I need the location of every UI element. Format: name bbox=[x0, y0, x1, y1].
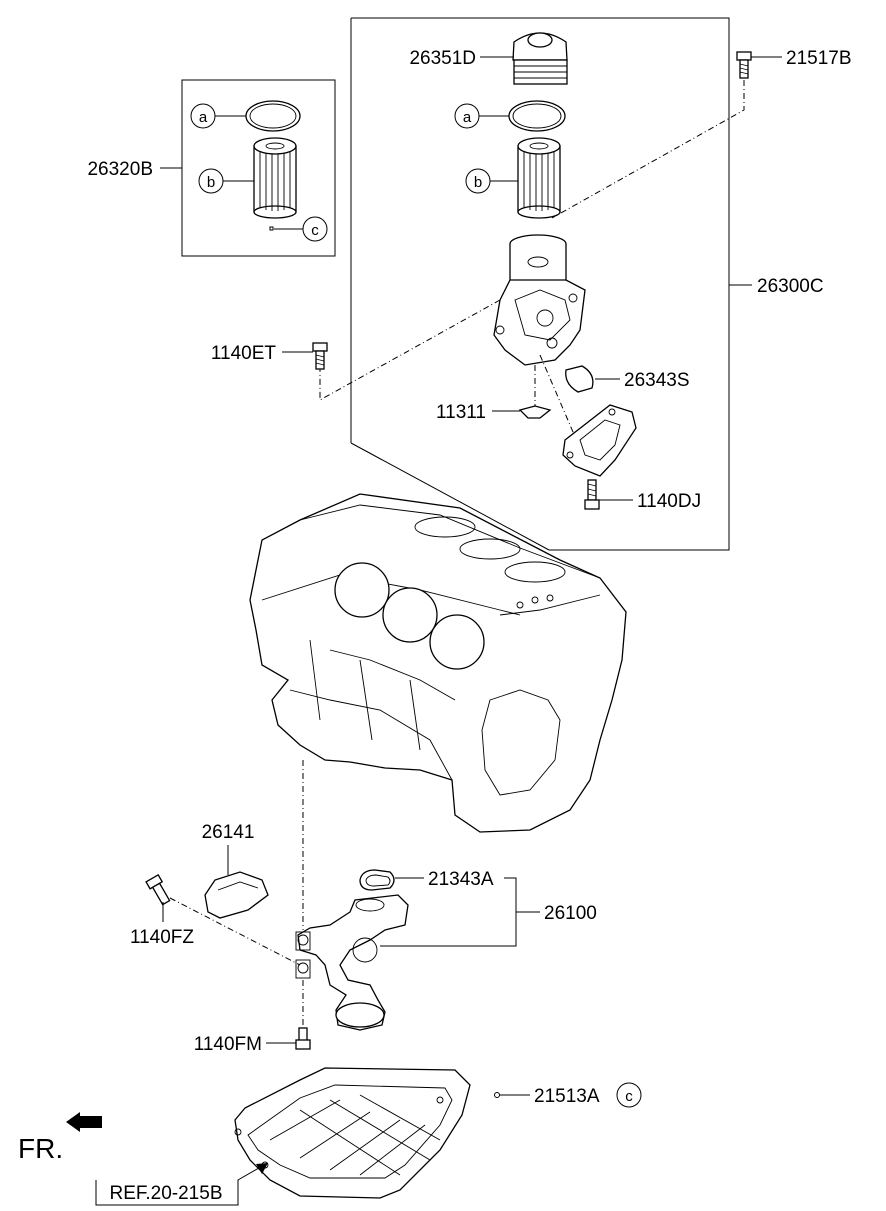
filter-element-kit bbox=[253, 137, 297, 219]
oil-pan bbox=[234, 1067, 471, 1199]
label-21343A: 21343A bbox=[428, 869, 494, 890]
callout-a-kit: a bbox=[190, 103, 246, 129]
callout-a-module-label: a bbox=[463, 109, 472, 126]
front-arrow-icon bbox=[66, 1112, 102, 1132]
filter-element-module bbox=[517, 137, 561, 219]
o-ring-21343A bbox=[359, 869, 424, 891]
filter-module-box bbox=[350, 17, 752, 551]
front-label: FR. bbox=[18, 1133, 63, 1164]
callout-b-kit: b bbox=[198, 168, 254, 194]
callout-c-pan: c bbox=[616, 1082, 642, 1108]
bolt-1140FM bbox=[266, 1027, 311, 1050]
o-ring-kit bbox=[245, 100, 301, 132]
label-26100: 26100 bbox=[544, 903, 597, 924]
label-21513A: 21513A bbox=[534, 1086, 600, 1107]
label-1140DJ: 1140DJ bbox=[637, 491, 701, 512]
plug-26343S bbox=[565, 365, 620, 393]
filter-bracket bbox=[562, 404, 637, 477]
bolt-1140DJ bbox=[584, 479, 633, 510]
cover-26141 bbox=[204, 845, 269, 919]
callout-c-pan-label: c bbox=[625, 1088, 633, 1105]
filter-housing bbox=[493, 234, 586, 366]
plug-21513A bbox=[494, 1092, 530, 1098]
label-1140FM: 1140FM bbox=[194, 1034, 262, 1055]
label-11311: 11311 bbox=[436, 402, 486, 423]
engine-block bbox=[249, 493, 627, 833]
label-26343S: 26343S bbox=[624, 370, 690, 391]
callout-b-kit-label: b bbox=[207, 174, 215, 191]
callout-b-module: b bbox=[465, 168, 518, 194]
label-1140ET: 1140ET bbox=[211, 343, 277, 364]
bolt-1140ET bbox=[282, 342, 328, 370]
label-1140FZ: 1140FZ bbox=[130, 927, 194, 948]
bolt-1140FZ bbox=[145, 873, 301, 966]
label-26320B: 26320B bbox=[87, 159, 153, 180]
filter-kit-box: a b c bbox=[160, 79, 336, 257]
callout-b-module-label: b bbox=[474, 174, 482, 191]
o-ring-module bbox=[508, 100, 566, 132]
callout-c-kit-label: c bbox=[311, 222, 319, 239]
oil-pickup-26100 bbox=[295, 894, 409, 1031]
callout-c-kit: c bbox=[269, 216, 328, 242]
front-indicator bbox=[66, 1112, 102, 1132]
label-26351D: 26351D bbox=[409, 48, 476, 69]
label-26300C: 26300C bbox=[757, 276, 824, 297]
ref-label-group bbox=[95, 1163, 268, 1206]
gasket-11311 bbox=[492, 365, 552, 419]
callout-a-kit-label: a bbox=[199, 109, 208, 126]
ref-label: REF.20-215B bbox=[109, 1183, 222, 1204]
label-21517B: 21517B bbox=[786, 48, 852, 69]
bolt-21517B bbox=[736, 51, 782, 79]
filter-cap bbox=[480, 32, 568, 85]
callout-a-module: a bbox=[454, 103, 510, 129]
label-26141: 26141 bbox=[202, 822, 255, 843]
